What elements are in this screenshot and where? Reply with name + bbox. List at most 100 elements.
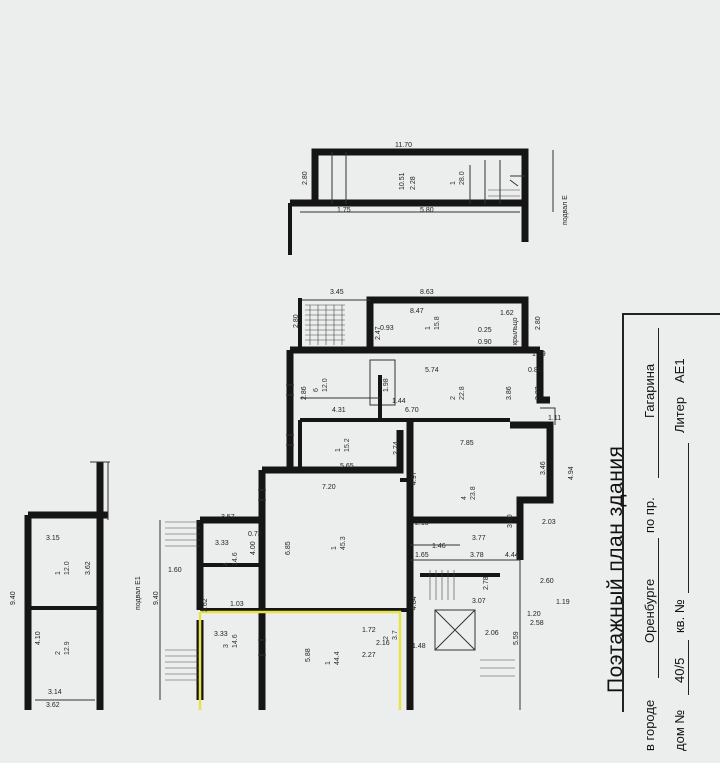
svg-text:4: 4	[223, 562, 230, 566]
title-block-frame	[622, 313, 720, 712]
svg-text:14.6: 14.6	[232, 552, 239, 566]
svg-text:0.73: 0.73	[248, 531, 262, 538]
svg-text:4.00: 4.00	[250, 541, 257, 555]
svg-text:14.6: 14.6	[232, 634, 239, 648]
svg-text:10.51: 10.51	[399, 172, 406, 190]
house-value: 40/5	[672, 657, 687, 683]
city-value: Оренбурге	[642, 578, 657, 643]
svg-text:1.98: 1.98	[383, 378, 390, 392]
svg-text:23.8: 23.8	[470, 486, 477, 500]
svg-text:15.2: 15.2	[344, 438, 351, 452]
svg-text:2.16: 2.16	[376, 640, 390, 647]
svg-text:8.47: 8.47	[410, 308, 424, 315]
svg-text:3.57: 3.57	[221, 514, 235, 521]
svg-text:2: 2	[55, 651, 62, 655]
svg-text:1: 1	[425, 326, 432, 330]
svg-text:2.10: 2.10	[415, 520, 429, 527]
porch-label: крыльцо	[512, 317, 519, 345]
svg-text:12.9: 12.9	[64, 641, 71, 655]
svg-text:3.37: 3.37	[535, 386, 542, 400]
svg-text:45.3: 45.3	[340, 536, 347, 550]
svg-text:3.46: 3.46	[540, 461, 547, 475]
svg-text:2.47: 2.47	[375, 326, 382, 340]
svg-text:5.59: 5.59	[513, 631, 520, 645]
svg-text:3.7: 3.7	[392, 630, 399, 640]
svg-text:1.03: 1.03	[230, 601, 244, 608]
street-value: Гагарина	[642, 363, 657, 418]
svg-text:2.28: 2.28	[410, 176, 417, 190]
svg-text:1.75: 1.75	[337, 207, 351, 214]
svg-text:2: 2	[383, 636, 390, 640]
stairs-right	[429, 570, 515, 677]
highlighted-premises	[198, 610, 402, 710]
stairs-top	[305, 304, 345, 345]
svg-text:15.8: 15.8	[434, 316, 441, 330]
apt-label: кв. №	[672, 599, 687, 633]
svg-text:5.65: 5.65	[340, 463, 354, 470]
svg-text:1.19: 1.19	[556, 599, 570, 606]
svg-text:6.70: 6.70	[405, 407, 419, 414]
svg-text:2.80: 2.80	[293, 314, 300, 328]
svg-text:1: 1	[335, 448, 342, 452]
svg-text:5.80: 5.80	[420, 207, 434, 214]
street-label: по пр.	[642, 497, 657, 533]
svg-text:11.70: 11.70	[395, 142, 412, 149]
svg-text:28.0: 28.0	[459, 171, 466, 185]
svg-text:1.44: 1.44	[392, 398, 406, 405]
svg-text:4: 4	[461, 496, 468, 500]
svg-text:9.40: 9.40	[10, 591, 17, 605]
svg-text:3: 3	[223, 644, 230, 648]
svg-text:2.80: 2.80	[302, 171, 309, 185]
floor-plan-drawing: 11.70 2.80 2.28 10.51 1.75 5.80 3.45 8.6…	[10, 142, 575, 710]
title-block: Поэтажный план здания в городе Оренбурге…	[592, 313, 720, 763]
svg-text:3.62: 3.62	[46, 702, 60, 709]
city-label: в городе	[642, 699, 657, 751]
svg-text:4.97: 4.97	[411, 471, 418, 485]
svg-text:3.15: 3.15	[46, 535, 60, 542]
stairs-left	[165, 521, 200, 681]
svg-text:1.46: 1.46	[432, 543, 446, 550]
svg-text:3.33: 3.33	[214, 631, 228, 638]
svg-text:2: 2	[450, 396, 457, 400]
plan-title: Поэтажный план здания	[604, 445, 627, 693]
svg-text:7.85: 7.85	[460, 440, 474, 447]
svg-text:7.20: 7.20	[322, 484, 336, 491]
svg-text:2.78: 2.78	[483, 576, 490, 590]
main-building-walls	[159, 296, 556, 710]
svg-text:2.60: 2.60	[540, 578, 554, 585]
svg-text:1.62: 1.62	[500, 310, 514, 317]
svg-text:1.11: 1.11	[548, 415, 561, 422]
basement-e-block	[288, 148, 554, 255]
svg-text:9.40: 9.40	[153, 591, 160, 605]
svg-text:5.74: 5.74	[425, 367, 439, 374]
svg-text:44.4: 44.4	[334, 651, 341, 665]
svg-text:2.27: 2.27	[362, 652, 376, 659]
svg-text:1: 1	[325, 661, 332, 665]
svg-text:4.94: 4.94	[568, 466, 575, 480]
svg-text:4.44: 4.44	[505, 552, 519, 559]
svg-text:2.74: 2.74	[393, 441, 400, 455]
svg-text:6: 6	[313, 388, 320, 392]
svg-text:6.85: 6.85	[285, 541, 292, 555]
svg-text:12.0: 12.0	[322, 378, 329, 392]
svg-text:1.60: 1.60	[168, 567, 182, 574]
svg-text:3.14: 3.14	[48, 689, 62, 696]
svg-text:3.86: 3.86	[506, 386, 513, 400]
svg-text:0.90: 0.90	[478, 339, 492, 346]
svg-text:4.10: 4.10	[35, 631, 42, 645]
svg-text:3.20: 3.20	[507, 514, 514, 528]
svg-text:4.31: 4.31	[332, 407, 346, 414]
svg-text:0.93: 0.93	[380, 325, 394, 332]
svg-text:3.33: 3.33	[215, 540, 229, 547]
